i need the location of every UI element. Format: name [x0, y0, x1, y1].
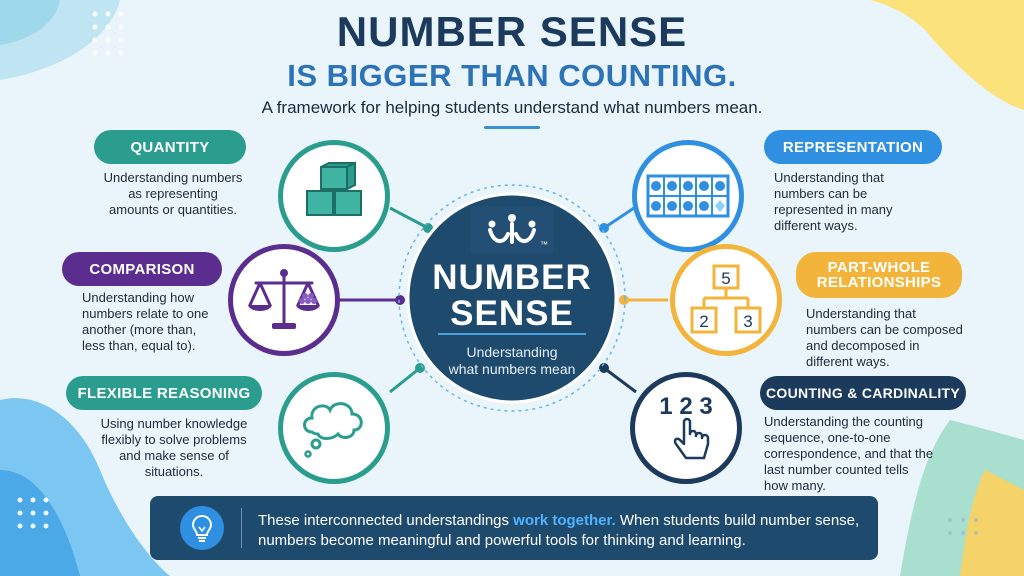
counting-cardinality-description: Understanding the counting sequence, one… [764, 414, 974, 494]
quantity-desc-line2: as representing [128, 186, 218, 201]
counting-desc-line3: correspondence, and that the [764, 446, 934, 461]
number-bond-icon: 5 2 3 [690, 264, 762, 334]
flexible-desc-line3: and make sense of [119, 448, 229, 463]
lightbulb-icon [191, 514, 213, 542]
summary-text-part1: These interconnected understandings [258, 512, 514, 529]
title-underline [484, 126, 540, 129]
main-title: NUMBER SENSE [336, 8, 688, 55]
quantity-desc-line3: amounts or quantities. [109, 202, 237, 217]
flexible-desc-line2: flexibly to solve problems [101, 432, 247, 447]
summary-highlight: work together. [513, 512, 616, 529]
representation-node [632, 140, 744, 252]
bond-left-number: 2 [699, 312, 708, 331]
quantity-desc-line1: Understanding numbers [103, 170, 243, 185]
pointing-hand-icon: 1 2 3 [659, 393, 713, 460]
part-whole-label-line1: PART-WHOLE [827, 259, 931, 276]
flexible-desc-line4: situations. [144, 464, 204, 479]
lightbulb-badge [180, 506, 224, 550]
bond-top-number: 5 [721, 269, 730, 288]
comparison-node [228, 244, 340, 356]
flexible-reasoning-node [278, 372, 390, 484]
bond-right-number: 3 [743, 312, 752, 331]
counting-desc-line2: sequence, one-to-one [764, 430, 891, 445]
counting-desc-line4: last number counted tells [764, 462, 909, 477]
balance-scale-icon [248, 269, 320, 329]
hub-subtitle-line1: Understanding [466, 344, 558, 360]
representation-desc-line3: represented in many [774, 202, 893, 217]
representation-desc-line4: different ways. [774, 218, 858, 233]
part-whole-desc-line4: different ways. [806, 354, 890, 369]
cubes-icon [306, 161, 362, 216]
count-sequence-text: 1 2 3 [659, 393, 712, 420]
representation-desc-line1: Understanding that [774, 170, 884, 185]
comparison-desc-line2: numbers relate to one [82, 306, 209, 321]
quantity-label: QUANTITY [94, 130, 246, 164]
part-whole-desc-line2: numbers can be composed [806, 322, 963, 337]
summary-text-part2: When students build number sense, number… [258, 512, 860, 549]
comparison-label: COMPARISON [62, 252, 222, 286]
part-whole-label-line2: RELATIONSHIPS [816, 274, 942, 291]
hub-subtitle: Understanding what numbers mean [432, 344, 592, 378]
part-whole-node: 5 2 3 [670, 244, 782, 356]
hub-title-line1: NUMBER [432, 258, 592, 297]
hub-subtitle-line2: what numbers mean [448, 361, 576, 377]
hub-divider [438, 333, 586, 335]
quantity-description: Understanding numbers as representing am… [84, 170, 262, 218]
representation-desc-line2: numbers can be [774, 186, 868, 201]
summary-banner [150, 496, 878, 560]
subtitle: A framework for helping students underst… [261, 98, 763, 117]
banner-divider [241, 508, 242, 548]
part-whole-desc-line3: and decomposed in [806, 338, 920, 353]
counting-desc-line1: Understanding the counting [764, 414, 924, 429]
counting-desc-line5: how many. [764, 478, 826, 493]
part-whole-desc-line1: Understanding that [806, 306, 916, 321]
flexible-desc-line1: Using number knowledge [100, 416, 248, 431]
part-whole-description: Understanding that numbers can be compos… [806, 306, 1006, 370]
comparison-desc-line4: less than, equal to). [82, 338, 196, 353]
counting-cardinality-node: 1 2 3 [630, 372, 742, 484]
ten-frame-icon [646, 174, 730, 218]
thought-bubble-icon [303, 402, 363, 458]
people-logo-icon [488, 214, 536, 244]
flexible-reasoning-description: Using number knowledge flexibly to solve… [74, 416, 274, 480]
representation-description: Understanding that numbers can be repres… [774, 170, 954, 234]
comparison-desc-line1: Understanding how [82, 290, 195, 305]
summary-text: These interconnected understandings work… [258, 511, 868, 551]
hub-title-line2: SENSE [450, 294, 574, 333]
trademark-mark: ™ [540, 240, 548, 249]
counting-cardinality-label: COUNTING & CARDINALITY [760, 376, 966, 410]
representation-label: REPRESENTATION [764, 130, 942, 164]
comparison-description: Understanding how numbers relate to one … [82, 290, 252, 354]
flexible-reasoning-label: FLEXIBLE REASONING [66, 376, 262, 410]
part-whole-label: PART-WHOLE RELATIONSHIPS [796, 252, 962, 298]
comparison-desc-line3: another (more than, [82, 322, 197, 337]
quantity-node [278, 140, 390, 252]
main-title-line2: IS BIGGER THAN COUNTING. [287, 58, 737, 93]
